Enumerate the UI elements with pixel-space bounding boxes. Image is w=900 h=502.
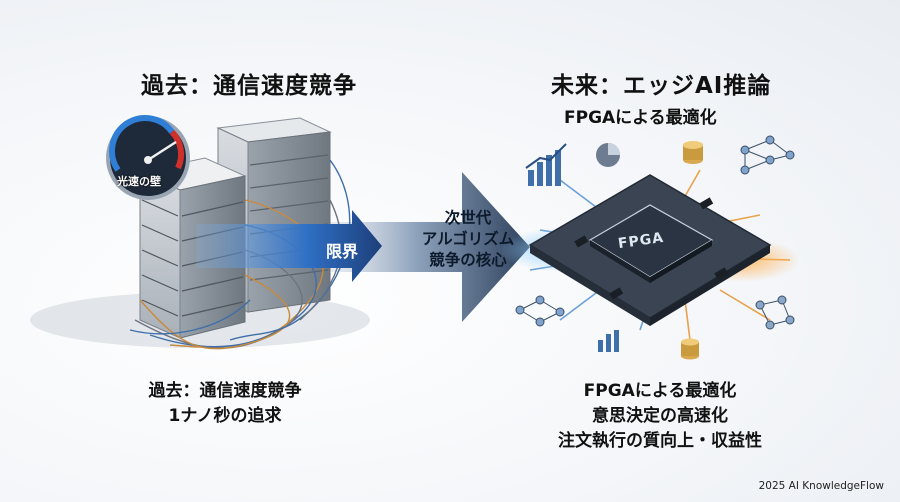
center-line-2: アルゴリズム bbox=[421, 230, 515, 248]
main-transition-arrow bbox=[300, 172, 530, 322]
speed-of-light-label: 光速の壁 bbox=[117, 175, 161, 188]
center-line-1: 次世代 bbox=[444, 209, 492, 227]
future-caption: FPGAによる最適化 意思決定の高速化 注文執行の質向上・収益性 bbox=[545, 379, 775, 454]
past-caption-line-2: 1ナノ秒の追求 bbox=[168, 406, 282, 426]
bar-chart-icon bbox=[525, 143, 567, 186]
coin-stack-icon bbox=[681, 338, 699, 360]
past-heading: 過去：通信速度競争 bbox=[141, 73, 357, 99]
neural-network-icon bbox=[740, 135, 795, 175]
pie-chart-icon bbox=[596, 143, 620, 167]
future-caption-line-2: 意思決定の高速化 bbox=[592, 406, 728, 426]
future-subheading: FPGAによる最適化 bbox=[564, 108, 717, 128]
center-core-text: 次世代 アルゴリズム 競争の核心 bbox=[404, 208, 532, 271]
past-caption-line-1: 過去：通信速度競争 bbox=[148, 381, 302, 401]
speedometer-icon bbox=[106, 115, 190, 200]
brain-network-icon bbox=[755, 295, 795, 330]
footer-credit: 2025 AI KnowledgeFlow bbox=[758, 480, 884, 492]
bar-chart-icon bbox=[598, 330, 619, 352]
future-caption-line-1: FPGAによる最適化 bbox=[583, 381, 737, 401]
limit-label: 限界 bbox=[326, 242, 359, 261]
future-heading: 未来：エッジAI推論 bbox=[551, 73, 772, 99]
coin-stack-icon bbox=[683, 141, 703, 164]
past-caption: 過去：通信速度競争 1ナノ秒の追求 bbox=[130, 379, 320, 429]
fpga-chip-icon bbox=[588, 204, 714, 283]
future-caption-line-3: 注文執行の質向上・収益性 bbox=[558, 431, 762, 451]
limit-arrow bbox=[196, 210, 382, 282]
center-line-3: 競争の核心 bbox=[429, 251, 507, 269]
neural-network-icon bbox=[515, 295, 565, 327]
